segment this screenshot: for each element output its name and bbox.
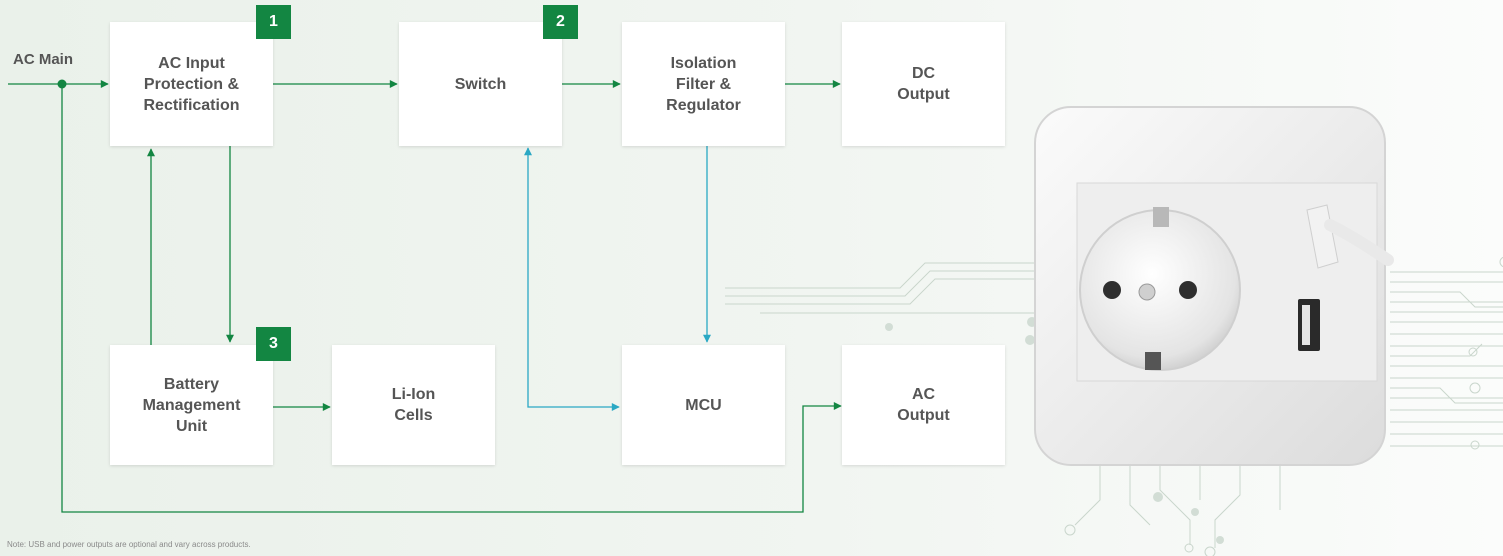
socket-center-screw — [1138, 283, 1156, 301]
isolation-filter-regulator-block: Isolation Filter & Regulator — [622, 22, 785, 146]
line-main-bypass-to-ac-output — [61, 84, 842, 513]
li-ion-cells-block: Li-Ion Cells — [332, 345, 495, 465]
earth-clip-top — [1153, 207, 1169, 227]
switch-block: Switch — [399, 22, 562, 146]
usb-cable — [1324, 219, 1394, 266]
badge-1: 1 — [256, 5, 291, 39]
footnote: Note: USB and power outputs are optional… — [7, 540, 251, 549]
dc-output-block: DC Output — [842, 22, 1005, 146]
badge-3: 3 — [256, 327, 291, 361]
battery-management-block: Battery Management Unit — [110, 345, 273, 465]
ac-output-block: AC Output — [842, 345, 1005, 465]
socket-pin-right — [1179, 281, 1197, 299]
line-switch-mcu-bidirectional — [524, 147, 620, 411]
ac-main-label: AC Main — [13, 51, 73, 68]
socket-pin-left — [1103, 281, 1121, 299]
badge-2: 2 — [543, 5, 578, 39]
earth-clip-bottom — [1145, 352, 1161, 370]
usb-plug — [1306, 204, 1339, 269]
ac-input-protection-block: AC Input Protection & Rectification — [110, 22, 273, 146]
usb-port-tongue — [1302, 305, 1310, 345]
mcu-block: MCU — [622, 345, 785, 465]
junction-dot — [57, 79, 67, 89]
